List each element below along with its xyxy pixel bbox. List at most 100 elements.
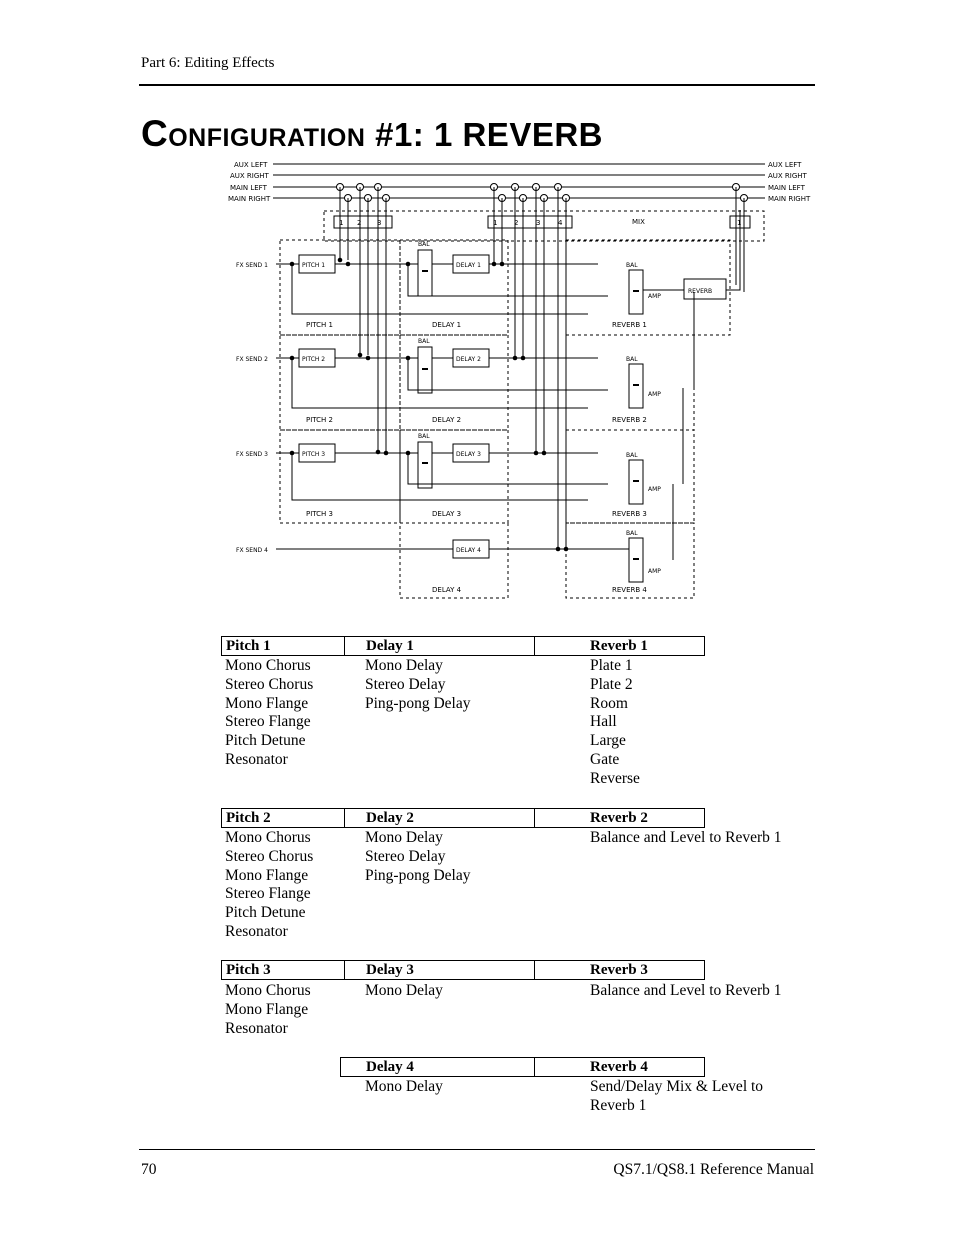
list-item: Large [590, 732, 626, 750]
list-item: Resonator [225, 1019, 288, 1037]
list-item: Pitch Detune [225, 732, 306, 750]
pitch-header: Pitch 3 [226, 962, 271, 978]
manual-title: QS7.1/QS8.1 Reference Manual [613, 1161, 814, 1178]
bal-label: BAL [626, 262, 638, 269]
section-label-reverb: REVERB 4 [612, 586, 647, 594]
list-item: Gate [590, 750, 620, 768]
list-item: Mono Delay [365, 657, 443, 674]
section-label-delay: DELAY 3 [432, 510, 461, 518]
list-item: Mono Chorus [225, 657, 311, 674]
pitch-box-label: PITCH 3 [302, 451, 325, 458]
list-item: Mono Delay [365, 829, 443, 846]
table-3-header: Pitch 3 Delay 3 Reverb 3 [221, 960, 705, 980]
list-item: Mono Delay [365, 982, 443, 999]
list-item: Send/Delay Mix & Level to [590, 1078, 764, 1095]
mix-number: 2 [357, 219, 361, 227]
section-label-reverb: REVERB 3 [612, 510, 647, 518]
send-label: FX SEND 2 [236, 356, 268, 363]
section-label-reverb: REVERB 2 [612, 416, 647, 424]
reverb-list: Send/Delay Mix & Level to Reverb 1 [590, 1078, 763, 1116]
mix-number: 1 [493, 219, 497, 227]
list-item: Reverb 1 [590, 1096, 647, 1114]
list-item: Hall [590, 713, 617, 731]
pitch-header: Pitch 1 [226, 638, 271, 654]
list-item: Resonator [225, 750, 288, 768]
section-header: Part 6: Editing Effects [141, 55, 275, 71]
mix-number: 1 [339, 219, 343, 227]
reverb-header: Reverb 2 [590, 810, 648, 826]
send-label: FX SEND 1 [236, 262, 268, 269]
reverb-header: Reverb 3 [590, 962, 648, 978]
delay-list: Mono Delay Stereo Delay Ping-pong Delay [365, 657, 470, 713]
mix-number: 2 [514, 219, 518, 227]
pitch-list: Mono Chorus Mono Flange Resonator [225, 982, 311, 1038]
list-item: Resonator [225, 922, 288, 940]
reverb-list: Balance and Level to Reverb 1 [590, 829, 782, 848]
delay-list: Mono Delay [365, 1078, 443, 1097]
reverb-header: Reverb 1 [590, 638, 648, 654]
page-title: CONFIGURATION #1: 1 REVERB [141, 113, 603, 155]
effects-routing-diagram: AUX LEFT AUX RIGHT MAIN LEFT MAIN RIGHT … [228, 161, 811, 599]
section-label-delay: DELAY 1 [432, 321, 461, 329]
page-number: 70 [141, 1161, 157, 1178]
mix-label: MIX [632, 218, 645, 226]
delay-box-label: DELAY 4 [456, 547, 481, 554]
list-item: Balance and Level to Reverb 1 [590, 829, 782, 846]
list-item: Stereo Delay [365, 847, 446, 865]
delay-header: Delay 3 [366, 962, 414, 978]
bus-label-left: MAIN RIGHT [228, 195, 271, 203]
mix-number: 3 [536, 219, 540, 227]
title-smallcaps: ONFIGURATION [168, 124, 366, 152]
bal-label: BAL [626, 356, 638, 363]
delay-header: Delay 4 [366, 1059, 414, 1075]
list-item: Stereo Flange [225, 713, 311, 731]
section-label-delay: DELAY 4 [432, 586, 462, 594]
amp-label: AMP [648, 391, 661, 398]
reverb-box-label: REVERB [688, 288, 712, 295]
delay-box-label: DELAY 1 [456, 262, 481, 269]
delay-list: Mono Delay Stereo Delay Ping-pong Delay [365, 829, 470, 885]
list-item: Mono Flange [225, 1000, 309, 1018]
list-item: Plate 2 [590, 675, 633, 693]
bal-label: BAL [626, 452, 638, 459]
bus-label-right: MAIN RIGHT [768, 195, 811, 203]
section-label-pitch: PITCH 3 [306, 510, 333, 518]
reverb-header: Reverb 4 [590, 1059, 648, 1075]
send-label: FX SEND 3 [236, 451, 268, 458]
bottom-rule [139, 1149, 815, 1150]
section-label-reverb: REVERB 1 [612, 321, 647, 329]
list-item: Pitch Detune [225, 904, 306, 922]
bal-label: BAL [626, 530, 638, 537]
reverb-list: Balance and Level to Reverb 1 [590, 982, 782, 1001]
title-initial: C [141, 113, 169, 154]
section-label-delay: DELAY 2 [432, 416, 461, 424]
mix-reverb-number: 1 [737, 219, 741, 227]
bus-label-left: MAIN LEFT [230, 184, 268, 192]
list-item: Stereo Flange [225, 885, 311, 903]
section-label-pitch: PITCH 1 [306, 321, 333, 329]
table-2-header: Pitch 2 Delay 2 Reverb 2 [221, 808, 705, 828]
pitch-header: Pitch 2 [226, 810, 271, 826]
delay-list: Mono Delay [365, 982, 443, 1001]
list-item: Room [590, 694, 628, 712]
list-item: Mono Chorus [225, 829, 311, 846]
pitch-list: Mono Chorus Stereo Chorus Mono Flange St… [225, 657, 313, 770]
bal-label: BAL [418, 433, 430, 440]
list-item: Reverse [590, 769, 640, 787]
bus-label-right: MAIN LEFT [768, 184, 806, 192]
list-item: Stereo Delay [365, 675, 446, 693]
mix-number: 4 [558, 219, 563, 227]
table-1-header: Pitch 1 Delay 1 Reverb 1 [221, 636, 705, 656]
amp-label: AMP [648, 486, 661, 493]
list-item: Mono Flange [225, 866, 309, 884]
list-item: Stereo Chorus [225, 675, 314, 693]
list-item: Ping-pong Delay [365, 866, 471, 884]
list-item: Stereo Chorus [225, 847, 314, 865]
list-item: Ping-pong Delay [365, 694, 471, 712]
list-item: Plate 1 [590, 657, 633, 674]
bus-label-left: AUX RIGHT [230, 172, 270, 180]
bal-label: BAL [418, 241, 430, 248]
bus-label-left: AUX LEFT [234, 161, 268, 169]
delay-header: Delay 1 [366, 638, 414, 654]
bus-label-right: AUX LEFT [768, 161, 802, 169]
